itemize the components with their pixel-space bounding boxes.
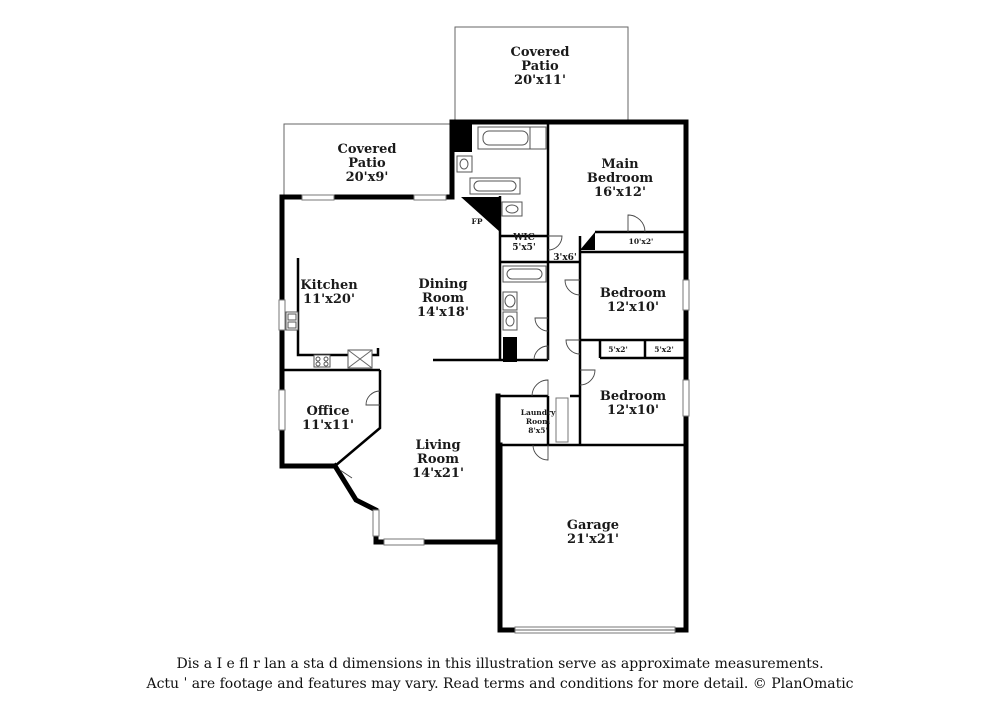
room-name: Room — [422, 291, 464, 306]
room-size: 20'x9' — [346, 170, 389, 185]
room-name: Room — [526, 417, 550, 426]
room-size: 11'x11' — [302, 418, 354, 433]
room-bedroom-2: Bedroom 12'x10' — [600, 286, 667, 315]
room-name: Bedroom — [587, 171, 654, 186]
room-garage: Garage 21'x21' — [567, 518, 619, 547]
room-size: 3'x6' — [553, 253, 576, 263]
room-size: 14'x18' — [417, 305, 469, 320]
room-bedroom-3: Bedroom 12'x10' — [600, 389, 667, 418]
disclaimer-line-2: Actu ˈ are footage and features may vary… — [146, 676, 854, 692]
room-name: Patio — [521, 59, 559, 74]
room-closet-b: 5'x2' — [654, 345, 674, 354]
room-covered-patio-left: Covered Patio 20'x9' — [337, 142, 396, 185]
room-name: Covered — [337, 142, 396, 157]
room-laundry: Laundry Room 8'x5' — [521, 408, 556, 435]
room-name: Covered — [510, 45, 569, 60]
door-swings — [339, 214, 646, 479]
room-closet-a: 5'x2' — [608, 345, 628, 354]
room-name: Kitchen — [300, 278, 358, 293]
room-size: 14'x21' — [412, 466, 464, 481]
room-name: Dining — [418, 277, 467, 292]
room-name: Patio — [348, 156, 386, 171]
room-name: FP — [472, 217, 483, 226]
room-size: 11'x20' — [303, 292, 355, 307]
room-name: Office — [306, 404, 349, 419]
room-name: Main — [601, 157, 639, 172]
room-size: 5'x2' — [608, 345, 628, 354]
room-main-bedroom: Main Bedroom 16'x12' — [587, 157, 654, 200]
room-size: 10'x2' — [629, 237, 654, 246]
room-name: Room — [417, 452, 459, 467]
disclaimer-line-1: Dis a I e fl r lan a sta d dimensions in… — [176, 656, 824, 672]
room-hall-closet: 3'x6' — [553, 253, 576, 263]
room-fireplace: FP — [472, 217, 483, 226]
room-name: Laundry — [521, 408, 556, 417]
room-size: 16'x12' — [594, 185, 646, 200]
room-dining-room: Dining Room 14'x18' — [417, 277, 469, 320]
room-size: 12'x10' — [607, 403, 659, 418]
structural-blocks — [452, 122, 595, 362]
room-name: Bedroom — [600, 389, 667, 404]
room-living-room: Living Room 14'x21' — [412, 438, 464, 481]
room-size: 12'x10' — [607, 300, 659, 315]
kitchen-fixtures — [285, 311, 373, 369]
room-main-closet: 10'x2' — [629, 237, 654, 246]
room-size: 8'x5' — [528, 426, 548, 435]
windows — [278, 194, 690, 634]
room-office: Office 11'x11' — [302, 404, 354, 433]
room-kitchen: Kitchen 11'x20' — [300, 278, 358, 307]
room-name: Garage — [567, 518, 619, 533]
covered-patio-top-outline — [454, 26, 629, 122]
room-name: Bedroom — [600, 286, 667, 301]
room-size: 21'x21' — [567, 532, 619, 547]
bath-fixtures — [456, 126, 547, 331]
room-name: WIC — [512, 233, 534, 243]
room-covered-patio-top: Covered Patio 20'x11' — [510, 45, 569, 88]
room-size: 5'x5' — [512, 243, 535, 253]
interior-walls — [282, 122, 686, 467]
covered-patio-left-outline — [283, 123, 452, 197]
room-wic: WIC 5'x5' — [512, 233, 535, 253]
room-size: 20'x11' — [514, 73, 566, 88]
room-name: Living — [415, 438, 460, 453]
room-size: 5'x2' — [654, 345, 674, 354]
